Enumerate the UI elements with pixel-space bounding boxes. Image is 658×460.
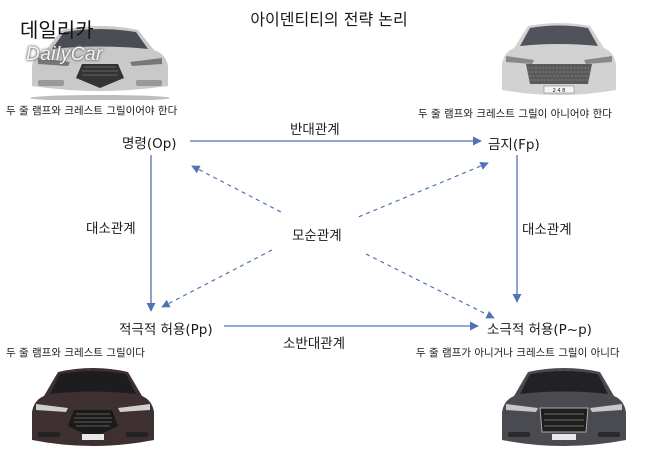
caption-bottom-left: 두 줄 램프와 크레스트 그릴이다 xyxy=(6,347,145,359)
relation-contradiction: 모순관계 xyxy=(292,228,342,244)
diagram-title: 아이덴티티의 전략 논리 xyxy=(250,10,408,29)
watermark-english: DailyCar xyxy=(26,44,103,65)
relation-contrary: 반대관계 xyxy=(290,122,340,138)
car-image-bottom-right xyxy=(502,368,626,446)
node-forbidden: 금지(Fp) xyxy=(488,137,540,153)
relation-subalternation-left: 대소관계 xyxy=(86,221,136,237)
caption-top-right: 두 줄 램프와 크레스트 그릴이 아니어야 한다 xyxy=(418,108,612,120)
node-positive-permission: 적극적 허용(Pp) xyxy=(119,322,213,338)
contradiction-diagonal-2a xyxy=(355,162,489,219)
license-plate: 2 4 8 xyxy=(553,88,566,94)
contradiction-diagonal-1a xyxy=(191,165,282,213)
node-obligatory: 명령(Op) xyxy=(122,136,177,152)
contradiction-diagonal-2b xyxy=(161,249,273,308)
contradiction-diagonal-1b xyxy=(365,253,495,319)
relation-subalternation-right: 대소관계 xyxy=(522,222,572,238)
watermark-korean: 데일리카 xyxy=(20,18,94,42)
node-negative-permission: 소극적 허용(P~p) xyxy=(487,322,592,338)
caption-bottom-right: 두 줄 램프가 아니거나 크레스트 그릴이 아니다 xyxy=(416,347,620,359)
car-image-bottom-left xyxy=(32,368,154,446)
relation-subcontrary: 소반대관계 xyxy=(283,336,346,352)
caption-top-left: 두 줄 램프와 크레스트 그릴이어야 한다 xyxy=(6,105,178,117)
car-image-top-left xyxy=(30,26,170,100)
car-image-top-right: 2 4 8 xyxy=(502,23,616,95)
